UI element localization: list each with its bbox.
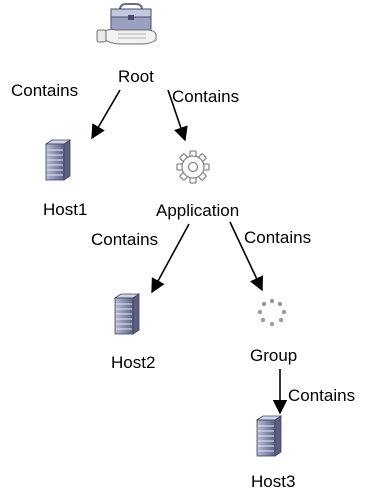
edge-label-group-host3: Contains (288, 386, 355, 405)
node-host1[interactable]: Host1 (43, 139, 87, 219)
node-label-host3: Host3 (251, 472, 295, 491)
server-icon (256, 415, 282, 457)
server-icon (45, 139, 71, 181)
briefcase-in-hand-icon (96, 3, 157, 45)
edge-label-application-group: Contains (244, 228, 311, 247)
node-label-host2: Host2 (111, 353, 155, 372)
edge-label-root-host1: Contains (11, 81, 78, 100)
edge-application-group (229, 221, 263, 292)
server-icon (114, 293, 140, 335)
edge-label-root-application: Contains (172, 87, 239, 106)
node-host3[interactable]: Host3 (251, 415, 295, 491)
node-group[interactable]: Group (250, 298, 297, 365)
gear-icon (176, 150, 210, 184)
node-label-group: Group (250, 346, 297, 365)
node-root[interactable]: Root (96, 3, 157, 86)
node-host2[interactable]: Host2 (111, 293, 155, 372)
edge-application-host2 (151, 223, 190, 294)
edge-label-application-host2: Contains (91, 230, 158, 249)
edge-root-application (167, 89, 188, 142)
node-label-host1: Host1 (43, 200, 87, 219)
edge-root-host1 (91, 89, 121, 140)
node-application[interactable]: Application (156, 150, 239, 220)
dotted-circle-icon (257, 298, 287, 327)
node-label-root: Root (118, 67, 154, 86)
node-label-application: Application (156, 201, 239, 220)
